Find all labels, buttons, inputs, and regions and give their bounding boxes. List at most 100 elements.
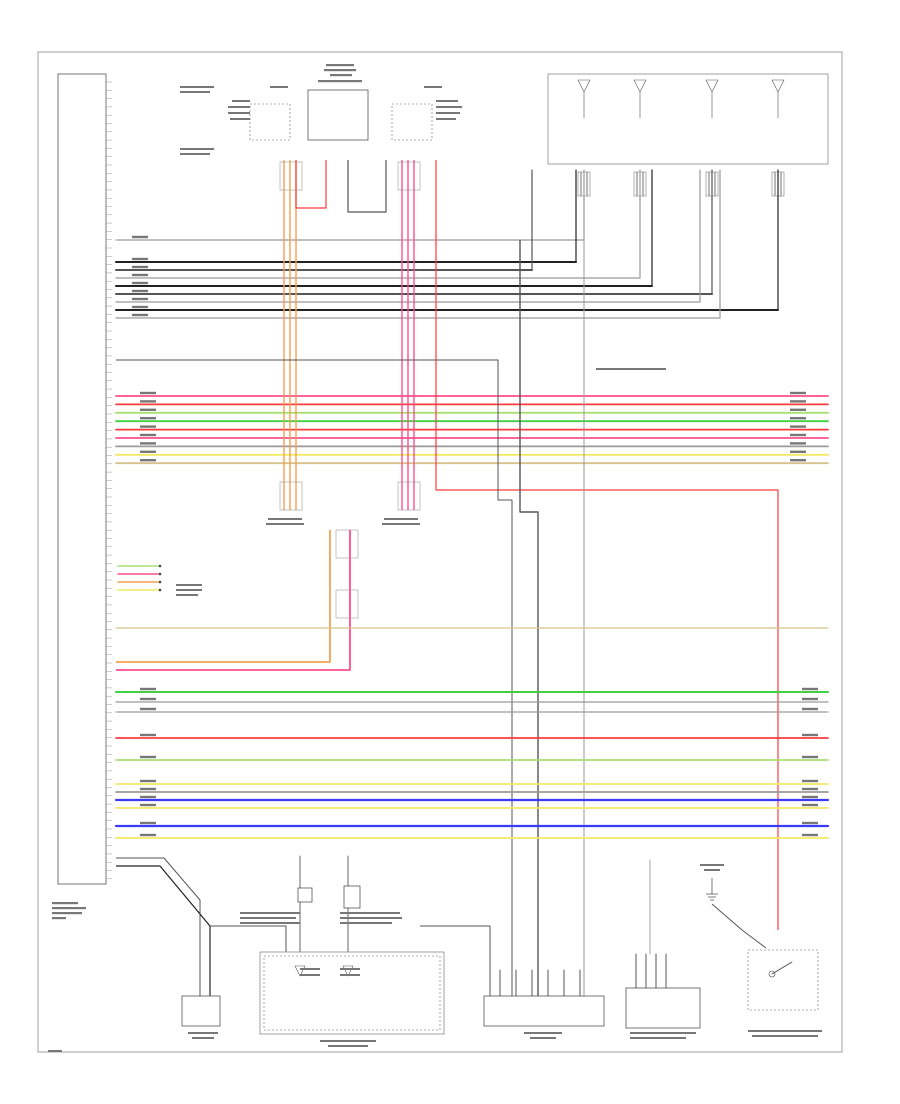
wire-label-mid-left	[140, 450, 156, 453]
module-pin-ticks	[106, 81, 112, 880]
tag-terminal	[158, 580, 162, 584]
wire-label-mid-right	[790, 408, 806, 411]
switch-module	[747, 949, 819, 1011]
wire-label-bottom-right	[802, 803, 818, 807]
speaker-cone-icon	[342, 965, 354, 977]
top-center-module	[307, 89, 369, 141]
amplifier-box	[625, 987, 701, 1029]
tag-terminal	[158, 588, 162, 592]
radio-to-antenna-lead	[420, 925, 491, 996]
red-long-run	[435, 160, 779, 930]
red-jumper	[295, 160, 327, 209]
wire-label-mid-right	[790, 400, 806, 403]
radio-module-box	[259, 951, 445, 1035]
radio-lead	[210, 925, 287, 952]
ground-symbol	[706, 878, 718, 901]
wire-label-lower-right	[802, 707, 818, 711]
wire-label-bottom-right	[802, 821, 818, 825]
main-module-label-lines	[52, 902, 86, 920]
switch-arm	[771, 961, 793, 975]
wire-label-mid-right	[790, 442, 806, 445]
diagram-frame	[37, 51, 843, 1053]
wire-label-bottom-left	[140, 803, 156, 807]
bottom-component-labels	[48, 864, 822, 1052]
wire-label-mid-left	[140, 442, 156, 445]
top-right-connector	[391, 103, 433, 141]
rear-speaker-group	[547, 73, 829, 165]
small-fuse	[297, 887, 313, 903]
wire-label-top	[132, 289, 148, 293]
top-center-module-label	[318, 64, 362, 83]
inline-connector	[279, 161, 303, 191]
inline-connector	[397, 481, 421, 511]
wire-label-top	[132, 235, 148, 239]
wire-label-top	[132, 281, 148, 285]
wire-label-mid-left	[140, 400, 156, 403]
front-antenna-lead	[116, 857, 201, 996]
wire-label-mid-right	[790, 391, 806, 395]
wire-label-lower-left	[140, 707, 156, 711]
wire-label-mid-right	[790, 433, 806, 437]
switch-relay	[343, 885, 361, 909]
tag-terminal	[158, 572, 162, 576]
speaker-cone-icon	[705, 79, 719, 93]
wire-label-lower-right	[802, 697, 818, 701]
wire-label-mid-left	[140, 391, 156, 395]
wire-label-bottom-left	[140, 795, 156, 799]
switch-lever	[711, 903, 767, 949]
wire-label-lower-left	[140, 697, 156, 701]
wire-label-mid-right	[790, 450, 806, 453]
wire-label-mid-right	[790, 425, 806, 428]
wire-label-bottom-right	[802, 833, 818, 837]
speaker-cone-icon	[294, 965, 306, 977]
wire-label-bottom-left	[140, 779, 156, 783]
dark-long-run	[519, 240, 539, 1000]
wire-label-lower-right	[802, 687, 818, 691]
speaker-cone-icon	[577, 79, 591, 93]
inline-connector	[335, 589, 359, 619]
wire-label-bottom-left	[140, 733, 156, 737]
wire-label-bottom-right	[802, 779, 818, 783]
switch-contact	[768, 970, 776, 978]
front-antenna-module	[181, 995, 221, 1027]
wire-label-top	[132, 257, 148, 261]
speaker-cone-icon	[771, 79, 785, 93]
wire-label-mid-right	[790, 459, 806, 462]
inline-connector	[335, 529, 359, 559]
tag-terminal	[158, 564, 162, 568]
wire-label-bottom-left	[140, 833, 156, 837]
mid-section-label	[176, 86, 666, 596]
front-antenna-lead-2	[116, 865, 211, 996]
wire-label-top	[132, 313, 148, 317]
inline-connector	[279, 481, 303, 511]
wire-label-top	[132, 305, 148, 309]
wire-label-bottom-left	[140, 821, 156, 825]
wire-label-mid-right	[790, 417, 806, 420]
left-antenna-module	[483, 995, 605, 1027]
top-connector-labels	[228, 86, 462, 120]
gray-long-run	[116, 359, 513, 1000]
orange-feeder	[116, 530, 331, 663]
wire-label-mid-left	[140, 433, 156, 437]
wire-label-mid-left	[140, 459, 156, 462]
speaker-cone-icon	[633, 79, 647, 93]
inline-connector	[397, 161, 421, 191]
wire-label-bottom-right	[802, 755, 818, 759]
wire-label-mid-left	[140, 417, 156, 420]
pink-feeder	[116, 530, 351, 671]
radio-module-inner	[263, 955, 441, 1031]
gray-jumper	[347, 160, 387, 213]
speaker-cones	[577, 79, 785, 197]
wire-label-top	[132, 273, 148, 277]
harness-wires	[114, 160, 830, 1000]
wire-label-lower-left	[140, 687, 156, 691]
top-left-connector	[249, 103, 291, 141]
wire-label-bottom-right	[802, 733, 818, 737]
wire-label-bottom-right	[802, 795, 818, 799]
wire-label-top	[132, 297, 148, 301]
wire-label-bottom-right	[802, 787, 818, 791]
wire-label-bottom-left	[140, 755, 156, 759]
wire-label-mid-left	[140, 425, 156, 428]
